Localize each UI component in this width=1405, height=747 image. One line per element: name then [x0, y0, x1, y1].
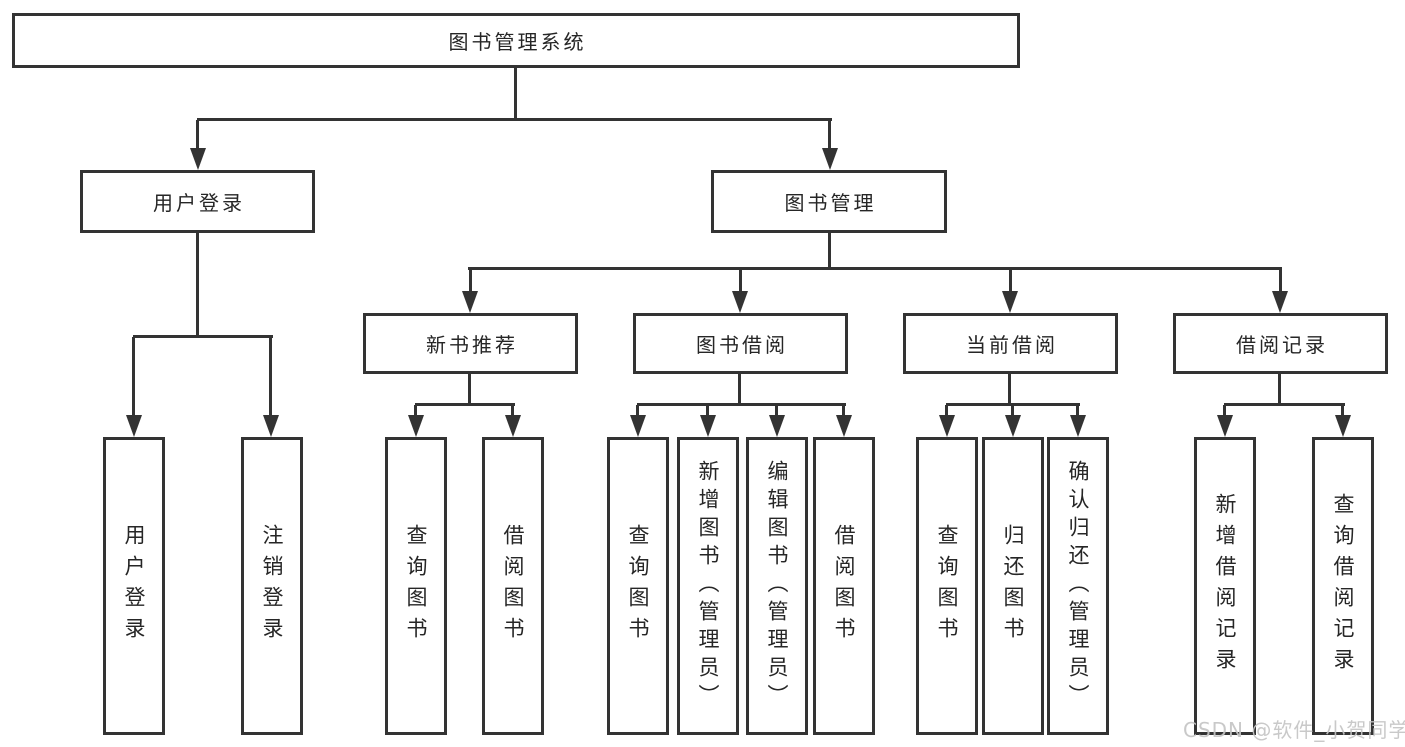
connector-root-stem	[514, 68, 517, 121]
arrow-down-icon	[630, 415, 646, 437]
arrow-down-icon	[939, 415, 955, 437]
leaf-logout: 注销登录	[241, 437, 303, 735]
arrow-down-icon	[1335, 415, 1351, 437]
connector-root-drop-right	[828, 120, 831, 150]
connector-br-stem	[1278, 374, 1281, 405]
connector-cb-drop-3	[1076, 405, 1079, 416]
connector-bookmgmt-drop-2	[739, 269, 742, 292]
connector-userlogin-stem	[196, 233, 199, 337]
connector-userlogin-drop-2	[269, 337, 272, 415]
node-library-system: 图书管理系统	[12, 13, 1020, 68]
connector-bb-drop-4	[842, 405, 845, 416]
connector-userlogin-hbar	[133, 335, 273, 338]
connector-nbr-drop-2	[511, 405, 514, 416]
arrow-down-icon	[836, 415, 852, 437]
leaf-bb-edit-book-admin: 编辑图书（管理员）	[746, 437, 808, 735]
arrow-down-icon	[190, 148, 206, 170]
connector-bookmgmt-hbar	[468, 267, 1282, 270]
connector-cb-drop-1	[945, 405, 948, 416]
arrow-down-icon	[732, 291, 748, 313]
arrow-down-icon	[462, 291, 478, 313]
leaf-cb-confirm-return-admin: 确认归还（管理员）	[1047, 437, 1109, 735]
arrow-down-icon	[505, 415, 521, 437]
arrow-down-icon	[1217, 415, 1233, 437]
connector-cb-hbar	[946, 403, 1080, 406]
connector-br-drop-1	[1223, 405, 1226, 416]
arrow-down-icon	[1002, 291, 1018, 313]
leaf-bb-borrow-book: 借阅图书	[813, 437, 875, 735]
connector-bb-hbar	[637, 403, 846, 406]
arrow-down-icon	[1070, 415, 1086, 437]
connector-root-drop-left	[196, 120, 199, 150]
arrow-down-icon	[126, 415, 142, 437]
node-current-borrow: 当前借阅	[903, 313, 1118, 374]
arrow-down-icon	[263, 415, 279, 437]
arrow-down-icon	[408, 415, 424, 437]
node-book-borrow: 图书借阅	[633, 313, 848, 374]
leaf-bb-add-book-admin: 新增图书（管理员）	[677, 437, 739, 735]
csdn-watermark: CSDN @软件_小贺同学	[1183, 718, 1405, 742]
node-borrow-record: 借阅记录	[1173, 313, 1388, 374]
connector-nbr-drop-1	[414, 405, 417, 416]
leaf-cb-query-book: 查询图书	[916, 437, 978, 735]
connector-bookmgmt-drop-3	[1009, 269, 1012, 292]
connector-nbr-stem	[468, 374, 471, 405]
leaf-br-query-borrow-record: 查询借阅记录	[1312, 437, 1374, 735]
leaf-bb-query-book: 查询图书	[607, 437, 669, 735]
connector-cb-drop-2	[1011, 405, 1014, 416]
leaf-br-add-borrow-record: 新增借阅记录	[1194, 437, 1256, 735]
connector-bookmgmt-drop-4	[1279, 269, 1282, 292]
arrow-down-icon	[700, 415, 716, 437]
connector-cb-stem	[1008, 374, 1011, 405]
connector-bb-drop-1	[636, 405, 639, 416]
node-new-book-recommend: 新书推荐	[363, 313, 578, 374]
connector-br-hbar	[1224, 403, 1345, 406]
arrow-down-icon	[1272, 291, 1288, 313]
arrow-down-icon	[769, 415, 785, 437]
node-book-management: 图书管理	[711, 170, 947, 233]
connector-root-hbar	[197, 118, 832, 121]
leaf-nbr-borrow-book: 借阅图书	[482, 437, 544, 735]
connector-userlogin-drop-1	[132, 337, 135, 415]
connector-nbr-hbar	[415, 403, 515, 406]
connector-bb-stem	[738, 374, 741, 405]
connector-bookmgmt-drop-1	[469, 269, 472, 292]
connector-br-drop-2	[1341, 405, 1344, 416]
arrow-down-icon	[822, 148, 838, 170]
leaf-user-login: 用户登录	[103, 437, 165, 735]
leaf-cb-return-book: 归还图书	[982, 437, 1044, 735]
leaf-nbr-query-book: 查询图书	[385, 437, 447, 735]
connector-bookmgmt-stem	[828, 233, 831, 270]
connector-bb-drop-3	[775, 405, 778, 416]
connector-bb-drop-2	[706, 405, 709, 416]
node-user-login: 用户登录	[80, 170, 315, 233]
arrow-down-icon	[1005, 415, 1021, 437]
